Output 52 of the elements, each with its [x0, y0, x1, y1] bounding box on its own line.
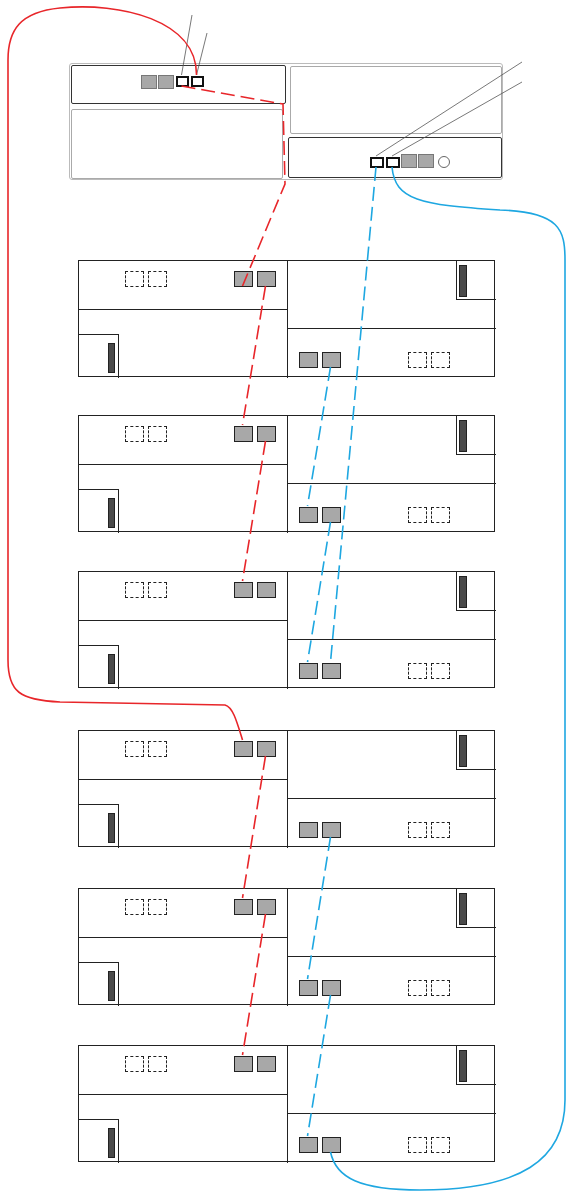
cable: [241, 285, 267, 426]
sas-port: [322, 352, 341, 368]
sas-port: [299, 352, 318, 368]
sas-port: [257, 271, 276, 287]
disk-shelf: [78, 260, 495, 377]
sas-port: [322, 980, 341, 996]
disk-shelf: [78, 730, 495, 847]
cable: [329, 166, 566, 1191]
cable: [306, 521, 332, 663]
disk-shelf: [78, 571, 495, 688]
sas-port: [234, 271, 253, 287]
sas-port: [322, 663, 341, 679]
sas-port: [299, 663, 318, 679]
sas-port: [191, 76, 204, 87]
sas-port: [234, 741, 253, 757]
sas-port: [299, 1137, 318, 1153]
leader-line: [196, 32, 208, 76]
cable: [241, 755, 267, 899]
sas-port: [257, 426, 276, 442]
cable: [180, 85, 286, 287]
blank-module-panel: [71, 109, 283, 179]
sas-port: [322, 507, 341, 523]
sas-port: [299, 822, 318, 838]
sas-port: [370, 157, 384, 168]
cable: [306, 836, 332, 980]
sas-port: [234, 582, 253, 598]
sas-port: [257, 1056, 276, 1072]
cable: [241, 440, 267, 582]
sas-port: [257, 582, 276, 598]
leader-line: [181, 14, 193, 76]
sas-port: [176, 76, 189, 87]
sas-port: [234, 1056, 253, 1072]
sas-port: [234, 426, 253, 442]
sas-port: [322, 822, 341, 838]
blank-module-panel: [290, 66, 502, 134]
controller-enclosure: [69, 63, 503, 180]
cable: [306, 994, 332, 1137]
cable: [7, 6, 244, 741]
leader-line: [375, 61, 523, 157]
sas-port: [386, 157, 400, 168]
sas-port: [257, 741, 276, 757]
sas-port: [299, 980, 318, 996]
disk-shelf: [78, 888, 495, 1005]
disk-shelf: [78, 415, 495, 532]
sas-port: [322, 1137, 341, 1153]
disk-shelf: [78, 1045, 495, 1162]
cable: [241, 913, 267, 1056]
sas-port: [234, 899, 253, 915]
leader-line: [391, 81, 523, 157]
sas-port: [299, 507, 318, 523]
sas-port: [257, 899, 276, 915]
cable: [306, 366, 332, 507]
